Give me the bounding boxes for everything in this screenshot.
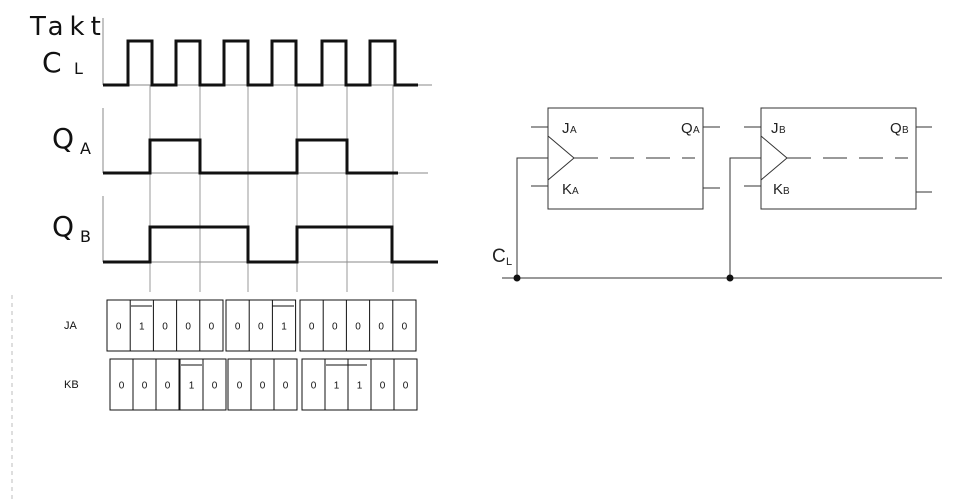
table-cell: 0 xyxy=(311,381,317,392)
qa-waveform xyxy=(103,138,398,175)
table-cell: 0 xyxy=(162,322,168,333)
circuit-diagram xyxy=(502,107,942,282)
qa-label: Q xyxy=(52,122,74,155)
circuit-clock-label: C xyxy=(492,246,506,267)
table-group xyxy=(227,358,298,411)
table-cell: 0 xyxy=(116,322,122,333)
ff-b-j-sub: B xyxy=(779,125,786,136)
ff-a-j-sub: A xyxy=(570,125,577,136)
qb-waveform xyxy=(103,225,438,264)
table-cell: 0 xyxy=(212,381,218,392)
qb-label: Q xyxy=(52,210,74,243)
table-cell: 0 xyxy=(355,322,361,333)
table-cell: 0 xyxy=(119,381,125,392)
circuit-clock-sub: L xyxy=(506,256,512,268)
table-cell: 0 xyxy=(283,381,289,392)
table-cell: 0 xyxy=(309,322,315,333)
ff-a-k-sub: A xyxy=(572,186,579,197)
ff-a-clock-input xyxy=(516,157,548,278)
ff-b-k-label: K xyxy=(773,181,783,198)
table-cell: 0 xyxy=(403,381,409,392)
ja-table: JA 0 1 0 0 0 0 0 1 0 0 0 0 0 xyxy=(64,299,417,352)
table-cell: 0 xyxy=(380,381,386,392)
table-cell: 0 xyxy=(165,381,171,392)
ja-row-label: JA xyxy=(64,320,78,332)
table-cell: 0 xyxy=(209,322,215,333)
table-cell: 0 xyxy=(142,381,148,392)
clock-label-takt: Takt xyxy=(29,12,107,42)
kb-table: KB 0 0 0 1 0 0 0 0 0 1 1 0 0 xyxy=(64,358,418,411)
table-cell: 0 xyxy=(332,322,338,333)
timing-diagram: Takt C L Q A Q B xyxy=(29,12,438,292)
table-group xyxy=(301,358,418,411)
table-cell: 0 xyxy=(185,322,191,333)
ff-b-k-sub: B xyxy=(783,186,790,197)
table-cell: 1 xyxy=(189,381,195,392)
circuit-labels: J A K A Q A J B K B Q B C L xyxy=(492,120,909,268)
table-cell: 0 xyxy=(237,381,243,392)
clock-junction-b xyxy=(726,274,734,282)
table-cell: 0 xyxy=(378,322,384,333)
ff-a-k-label: K xyxy=(562,181,572,198)
qb-label-sub: B xyxy=(80,227,91,246)
table-cell: 1 xyxy=(139,322,145,333)
ff-b-j-label: J xyxy=(771,120,779,137)
table-group xyxy=(109,358,180,411)
ff-b-clock-input xyxy=(729,157,761,278)
clock-junction-a xyxy=(513,274,521,282)
table-cell: 0 xyxy=(260,381,266,392)
clock-label-sub: L xyxy=(74,59,83,78)
table-cell: 0 xyxy=(402,322,408,333)
ja-cells: 0 1 0 0 0 0 0 1 0 0 0 0 0 xyxy=(106,299,417,352)
table-group xyxy=(225,299,297,352)
qa-label-sub: A xyxy=(80,139,91,158)
table-cell: 1 xyxy=(334,381,340,392)
ff-b-q-label: Q xyxy=(890,120,902,137)
ff-b-q-sub: B xyxy=(902,125,909,136)
ff-a-q-label: Q xyxy=(681,120,693,137)
ff-a-q-sub: A xyxy=(693,125,700,136)
ff-a-j-label: J xyxy=(562,120,570,137)
kb-row-label: KB xyxy=(64,379,79,391)
table-group xyxy=(299,299,417,352)
clock-waveform xyxy=(103,39,418,87)
table-cell: 0 xyxy=(235,322,241,333)
table-cell: 1 xyxy=(357,381,363,392)
table-group xyxy=(106,299,224,352)
clock-label-c: C xyxy=(42,46,62,79)
kb-cells: 0 0 0 1 0 0 0 0 0 1 1 0 0 xyxy=(109,358,418,411)
table-cell: 1 xyxy=(281,322,287,333)
table-cell: 0 xyxy=(258,322,264,333)
